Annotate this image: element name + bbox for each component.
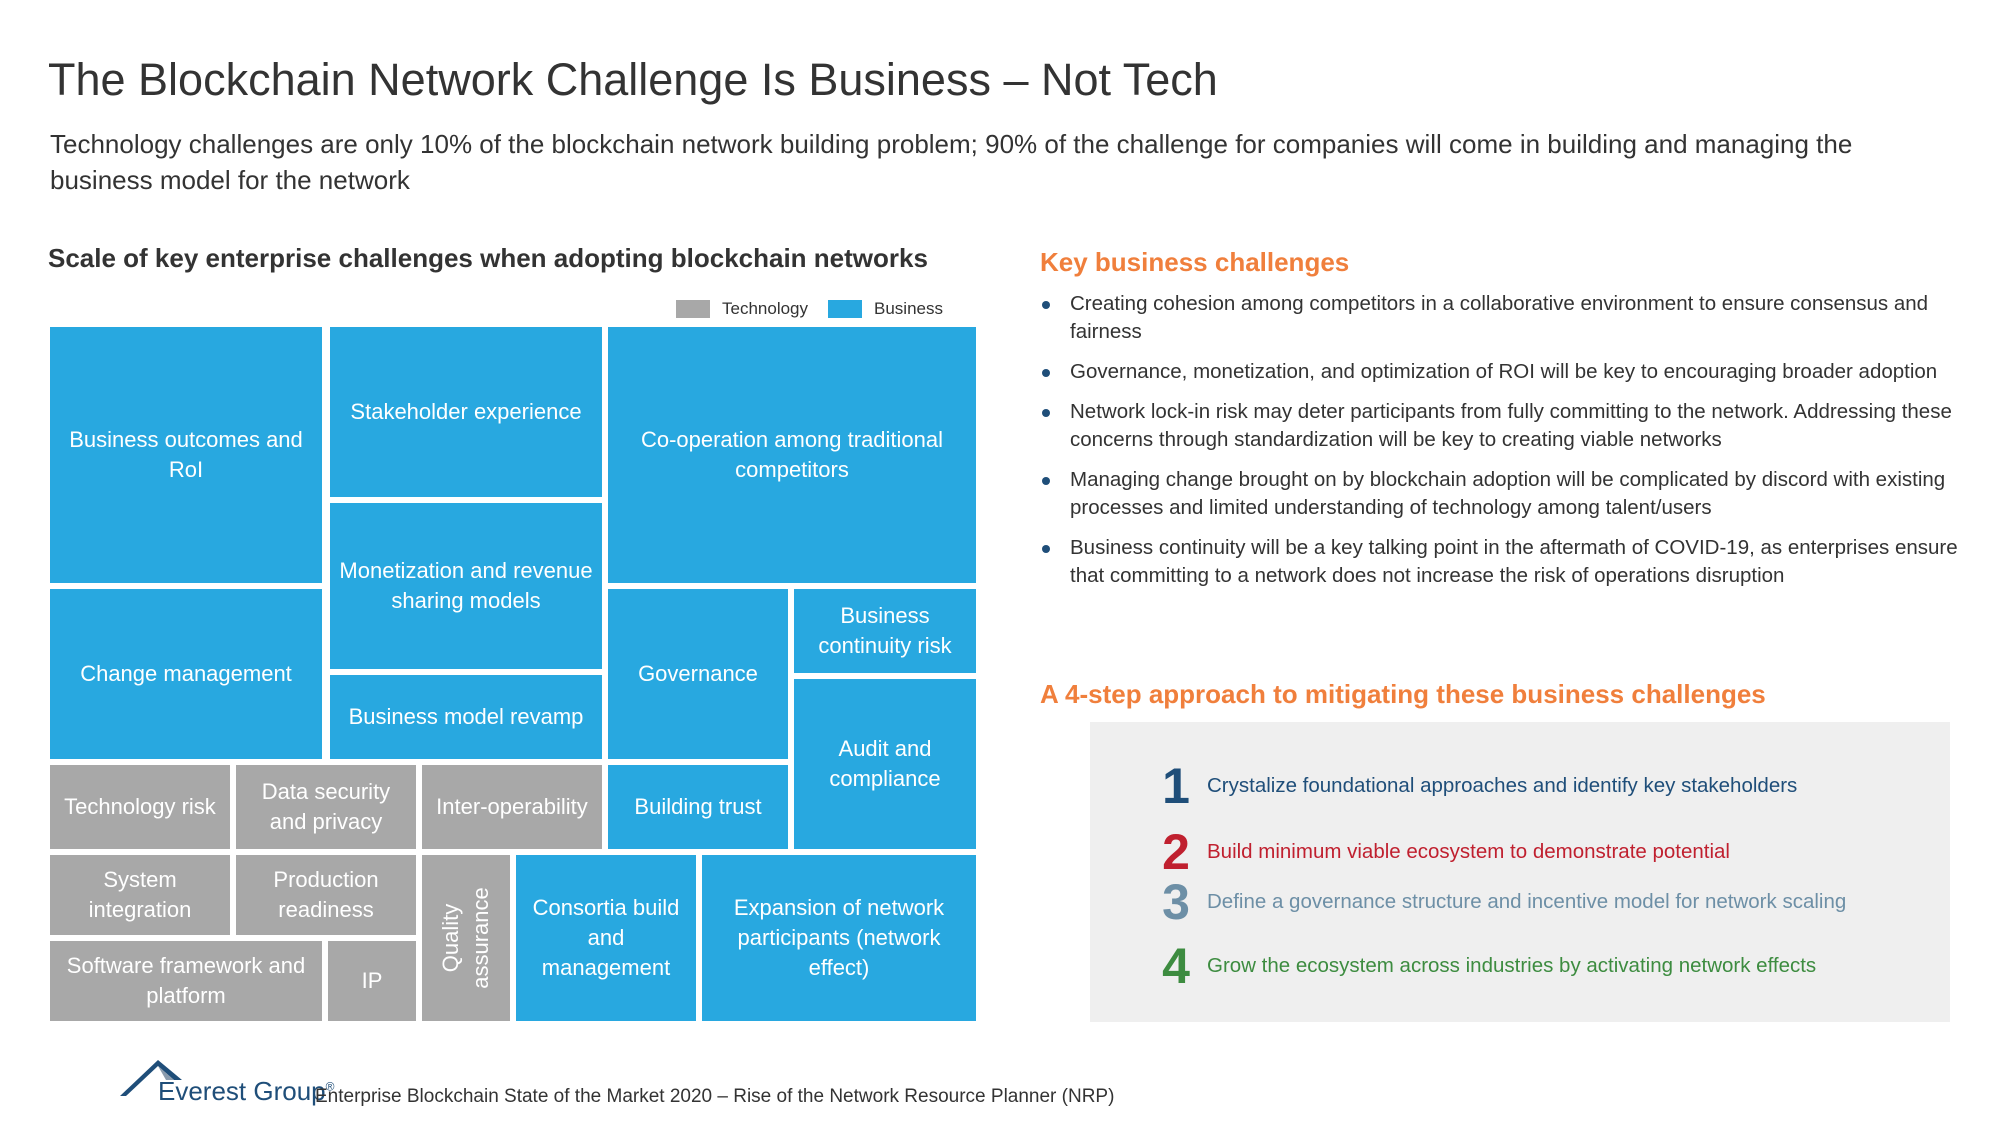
- treemap-cell-expansion: Expansion of network participants (netwo…: [702, 855, 976, 1021]
- cell-label: Change management: [80, 661, 292, 686]
- list-item: Creating cohesion among competitors in a…: [1040, 290, 1960, 346]
- treemap-cell-stakeholder-experience: Stakeholder experience: [330, 327, 602, 497]
- approach-heading: A 4-step approach to mitigating these bu…: [1040, 679, 1766, 709]
- legend-item-business: Business: [828, 299, 943, 319]
- step-text: Define a governance structure and incent…: [1207, 890, 1847, 913]
- treemap-heading: Scale of key enterprise challenges when …: [48, 243, 928, 273]
- cell-label: IP: [361, 968, 383, 993]
- cell-label: Audit and compliance: [829, 736, 941, 791]
- everest-group-logo: Everest Group®: [120, 1058, 334, 1108]
- step-number: 3: [1162, 874, 1190, 930]
- source-text: Enterprise Blockchain State of the Marke…: [315, 1086, 1115, 1107]
- list-item: Network lock-in risk may deter participa…: [1040, 398, 1960, 454]
- legend-label-technology: Technology: [722, 299, 809, 318]
- cell-label: Building trust: [634, 794, 762, 819]
- legend-swatch-technology: [676, 300, 710, 318]
- treemap-cell-software-framework: Software framework and platform: [50, 941, 322, 1021]
- cell-label: System integration: [88, 867, 192, 922]
- bullet-icon: [1042, 409, 1050, 417]
- approach-step-2: 2 Build minimum viable ecosystem to demo…: [1155, 824, 1730, 880]
- treemap-cell-system-integration: System integration: [50, 855, 230, 935]
- list-item-text: Creating cohesion among competitors in a…: [1070, 292, 1929, 343]
- list-item: Governance, monetization, and optimizati…: [1040, 358, 1960, 386]
- treemap-cell-business-model-revamp: Business model revamp: [330, 675, 602, 759]
- list-item: Business continuity will be a key talkin…: [1040, 534, 1960, 590]
- step-number: 4: [1162, 938, 1190, 994]
- footer: Everest Group® Enterprise Blockchain Sta…: [120, 1058, 1114, 1108]
- key-challenges-heading: Key business challenges: [1040, 247, 1350, 277]
- page-title: The Blockchain Network Challenge Is Busi…: [48, 54, 1218, 105]
- treemap-cell-governance: Governance: [608, 589, 788, 759]
- treemap-cell-ip: IP: [328, 941, 416, 1021]
- treemap-cell-technology-risk: Technology risk: [50, 765, 230, 849]
- treemap-cell-data-security: Data security and privacy: [236, 765, 416, 849]
- treemap-cell-change-management: Change management: [50, 589, 322, 759]
- list-item-text: Business continuity will be a key talkin…: [1070, 536, 1958, 587]
- step-text: Build minimum viable ecosystem to demons…: [1207, 840, 1730, 863]
- bullet-icon: [1042, 477, 1050, 485]
- cell-label: Software framework and platform: [66, 953, 306, 1008]
- treemap-cell-building-trust: Building trust: [608, 765, 788, 849]
- mountain-logo-icon: [120, 1060, 182, 1096]
- cell-label: Stakeholder experience: [350, 399, 582, 424]
- approach-step-1: 1 Crystalize foundational approaches and…: [1155, 758, 1797, 814]
- list-item-text: Network lock-in risk may deter participa…: [1070, 400, 1952, 451]
- treemap-cell-quality-assurance: Quality assurance: [422, 855, 510, 1021]
- bullet-icon: [1042, 301, 1050, 309]
- cell-label: Technology risk: [64, 794, 216, 819]
- cell-label: Co-operation among traditional competito…: [640, 427, 944, 482]
- treemap-cell-audit-compliance: Audit and compliance: [794, 679, 976, 849]
- page-subtitle: Technology challenges are only 10% of th…: [50, 129, 1853, 195]
- list-item-text: Governance, monetization, and optimizati…: [1070, 360, 1938, 383]
- treemap-cell-production-readiness: Production readiness: [236, 855, 416, 935]
- legend-swatch-business: [828, 300, 863, 318]
- treemap-cell-interoperability: Inter-operability: [422, 765, 602, 849]
- cell-label: Business model revamp: [348, 704, 584, 729]
- cell-label: Business continuity risk: [818, 603, 952, 658]
- treemap-cell-monetization: Monetization and revenue sharing models: [330, 503, 602, 669]
- cell-label: Expansion of network participants (netwo…: [733, 895, 945, 980]
- cell-label: Business outcomes and RoI: [69, 427, 303, 482]
- treemap-cell-cooperation: Co-operation among traditional competito…: [608, 327, 976, 583]
- step-text: Grow the ecosystem across industries by …: [1207, 954, 1817, 977]
- list-item: Managing change brought on by blockchain…: [1040, 466, 1960, 522]
- cell-label: Governance: [638, 661, 758, 686]
- logo-text: Everest Group®: [158, 1076, 335, 1106]
- bullet-icon: [1042, 369, 1050, 377]
- treemap-cell-business-outcomes: Business outcomes and RoI: [50, 327, 322, 583]
- treemap-cell-consortia: Consortia build and management: [516, 855, 696, 1021]
- step-text: Crystalize foundational approaches and i…: [1207, 774, 1798, 797]
- legend-item-technology: Technology: [676, 299, 808, 319]
- cell-label: Inter-operability: [436, 794, 588, 819]
- challenges-treemap: Business outcomes and RoI Stakeholder ex…: [50, 327, 976, 1021]
- cell-label: Monetization and revenue sharing models: [339, 558, 593, 613]
- cell-label: Consortia build and management: [532, 895, 680, 980]
- approach-step-4: 4 Grow the ecosystem across industries b…: [1155, 938, 1816, 994]
- treemap-legend: Technology Business: [676, 297, 963, 321]
- step-number: 1: [1162, 758, 1190, 814]
- step-number: 2: [1162, 824, 1190, 880]
- key-challenges-list: Creating cohesion among competitors in a…: [1040, 290, 1960, 602]
- cell-label: Quality assurance: [438, 887, 493, 989]
- treemap-cell-business-continuity: Business continuity risk: [794, 589, 976, 673]
- cell-label: Production readiness: [273, 867, 379, 922]
- cell-label: Data security and privacy: [261, 779, 391, 834]
- bullet-icon: [1042, 545, 1050, 553]
- approach-steps-box: 1 Crystalize foundational approaches and…: [1090, 722, 1950, 1022]
- legend-label-business: Business: [874, 299, 943, 318]
- approach-step-3: 3 Define a governance structure and ince…: [1155, 874, 1846, 930]
- list-item-text: Managing change brought on by blockchain…: [1070, 468, 1946, 519]
